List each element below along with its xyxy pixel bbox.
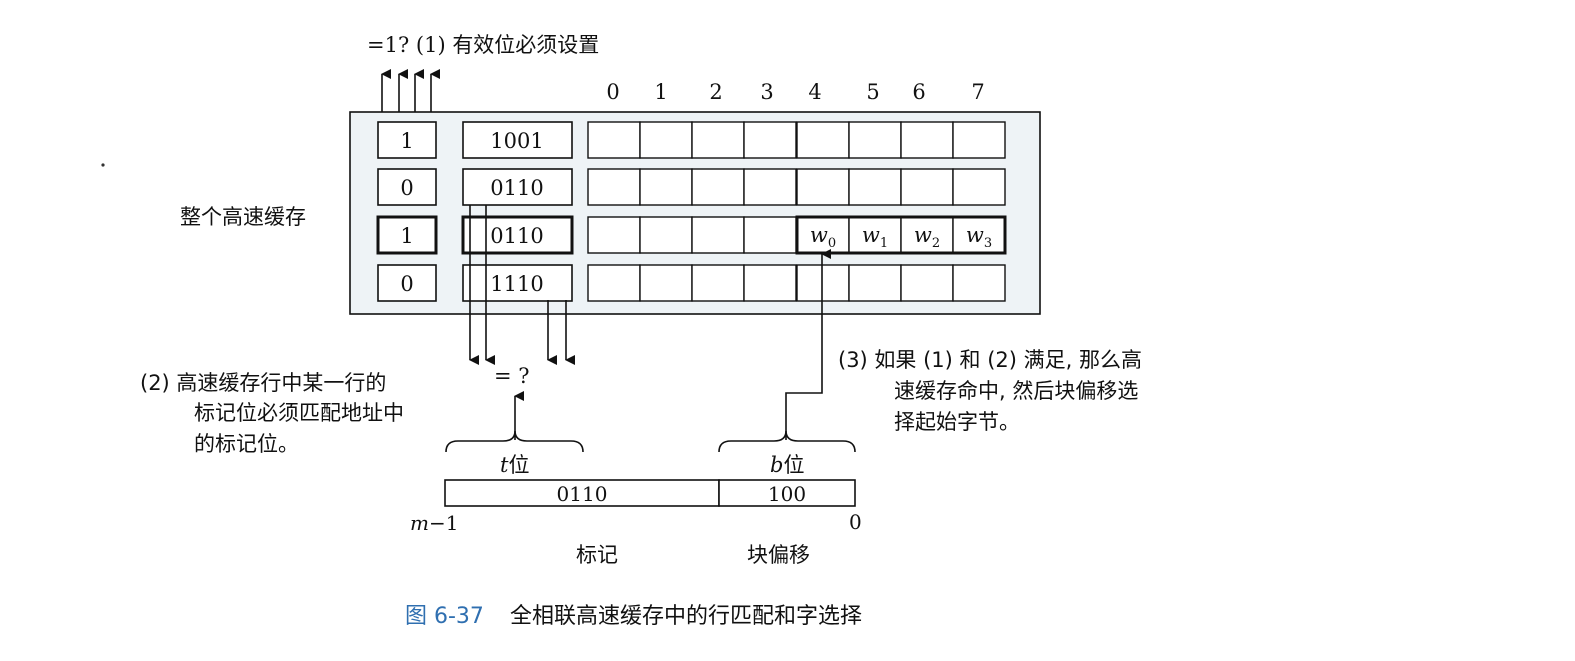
column-index: 4 [808,80,821,104]
tag-match-note: (2) 高速缓存行中某一行的 标记位必须匹配地址中 的标记位。 [140,371,404,456]
block-byte-cell [848,121,902,159]
column-index: 7 [971,80,984,104]
svg-text:择起始字节。: 择起始字节。 [894,410,1020,434]
block-byte-cell [587,121,641,159]
block-byte-cell [743,216,797,254]
cache-line: 1 1001 [377,121,1006,159]
svg-text:(3) 如果 (1) 和 (2) 满足, 那么高: (3) 如果 (1) 和 (2) 满足, 那么高 [838,348,1142,372]
svg-text:标记位必须匹配地址中: 标记位必须匹配地址中 [194,401,404,425]
cache-hit-note: (3) 如果 (1) 和 (2) 满足, 那么高 速缓存命中, 然后块偏移选 择… [838,348,1142,434]
tag-value: 1001 [490,129,543,153]
block-byte-cell [796,168,850,206]
block-byte-cell [587,216,641,254]
tag-value: 1110 [490,272,543,296]
block-byte-cell [952,216,1006,254]
svg-text:(2) 高速缓存行中某一行的: (2) 高速缓存行中某一行的 [140,371,386,395]
selected-word: w1 [862,223,888,251]
tag-value: 0110 [490,176,543,200]
valid-bit-annotation: =1? (1) 有效位必须设置 [367,33,599,57]
t-brace [445,430,584,453]
b-bits-label: b位 [770,453,804,477]
block-byte-cell [952,168,1006,206]
t-bits-label: t位 [500,453,529,477]
tag-cell [461,215,574,255]
column-index: 3 [760,80,773,104]
block-byte-cell [639,121,693,159]
cache-line: 1 0110 w0 w1 w2 w3 [376,215,1007,255]
column-indices: 0 1 2 3 4 5 6 7 [606,80,984,104]
offset-field-caption: 块偏移 [747,543,810,567]
svg-text:的标记位。: 的标记位。 [194,432,299,456]
block-byte-cell [900,168,954,206]
b-brace [718,430,856,453]
block-byte-cell [639,216,693,254]
address-box: 0110 100 [444,479,856,507]
block-byte-cell [587,168,641,206]
block-byte-cell [796,264,850,302]
tag-match-question: = ? [494,364,530,388]
block-byte-cell [639,264,693,302]
tag-value: 0110 [490,224,543,248]
valid-bit-value: 1 [400,129,413,153]
block-byte-cell [691,264,745,302]
tag-cell [462,121,573,159]
tag-field-caption: 标记 [576,543,618,567]
tag-cell [462,168,573,206]
valid-bit-cell [377,121,437,159]
address-tag-value: 0110 [557,482,608,506]
column-index: 0 [606,80,619,104]
column-index: 5 [866,80,879,104]
selected-word: w3 [966,223,992,251]
block-byte-cell [952,121,1006,159]
valid-bit-cell [377,168,437,206]
block-byte-cell [639,168,693,206]
block-byte-cell [900,264,954,302]
selected-word: w0 [810,223,836,251]
valid-bit-value: 0 [400,272,413,296]
valid-bit-value: 0 [400,176,413,200]
block-byte-cell [796,121,850,159]
block-byte-cell [952,264,1006,302]
cache-label: 整个高速缓存 [180,205,306,229]
column-index: 2 [709,80,722,104]
speck [101,163,105,167]
block-byte-cell [743,264,797,302]
svg-text:速缓存命中, 然后块偏移选: 速缓存命中, 然后块偏移选 [894,379,1138,403]
block-byte-cell [743,168,797,206]
offset-select-arrow [785,249,831,440]
address-offset-value: 100 [768,482,806,506]
block-byte-cell [691,121,745,159]
block-byte-cell [743,121,797,159]
column-index: 1 [654,80,667,104]
column-index: 6 [912,80,925,104]
valid-bit-cell [376,215,438,255]
address-low-bit: 0 [849,510,862,534]
block-byte-cell [587,264,641,302]
tag-cell [462,264,573,302]
tag-compare-arrows [469,205,575,365]
selected-word: w2 [914,223,940,251]
block-byte-cell [691,168,745,206]
selected-block-outline [795,215,1007,255]
valid-bit-cell [377,264,437,302]
block-byte-cell [848,168,902,206]
block-byte-cell [691,216,745,254]
address-high-bit: m−1 [410,511,458,535]
block-byte-cell [900,121,954,159]
valid-bit-value: 1 [400,224,413,248]
block-byte-cell [848,264,902,302]
cache-line: 0 1110 [377,264,1006,302]
cache-line: 0 0110 [377,168,1006,206]
cache-lines: 1 1001 0 0110 1 0110 w0 w1 w2 w3 0 1110 [376,121,1007,302]
